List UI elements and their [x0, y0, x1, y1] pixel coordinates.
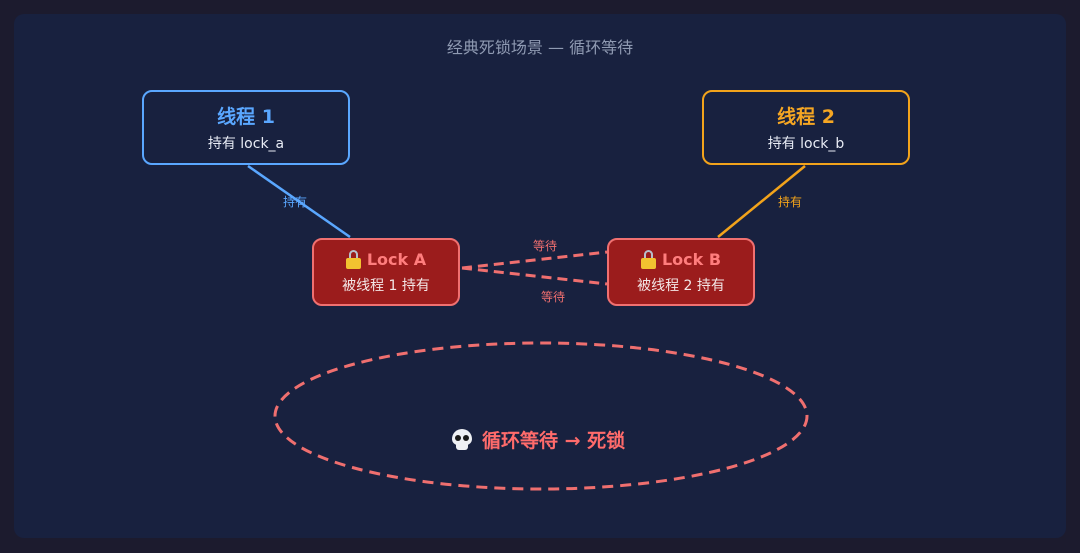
lock-b-title: Lock B — [640, 249, 722, 269]
thread1-node: 线程 1 持有 lock_a — [142, 90, 350, 165]
thread2-name: 线程 2 — [777, 106, 835, 128]
skull-icon — [452, 428, 472, 451]
hold-edge-thread2 — [717, 165, 806, 238]
wait-label-b-to-a: 等待 — [541, 290, 566, 304]
cycle-label: 循环等待 → 死锁 — [452, 426, 625, 453]
lock-a-node: Lock A 被线程 1 持有 — [312, 238, 460, 306]
lock-a-name: Lock A — [366, 249, 427, 269]
padlock-icon — [640, 249, 656, 269]
lock-b-name: Lock B — [661, 249, 722, 269]
thread1-name: 线程 1 — [217, 106, 275, 128]
wait-edge-a-to-b — [461, 250, 608, 270]
lock-a-desc: 被线程 1 持有 — [342, 277, 430, 294]
diagram-panel — [14, 14, 1066, 538]
wait-label-a-to-b: 等待 — [533, 239, 558, 253]
lock-b-node: Lock B 被线程 2 持有 — [607, 238, 755, 306]
thread2-node: 线程 2 持有 lock_b — [702, 90, 910, 165]
hold-edge-thread1 — [247, 164, 351, 239]
hold-label-thread2: 持有 — [778, 195, 803, 209]
thread1-desc: 持有 lock_a — [207, 136, 285, 152]
cycle-ellipse — [273, 341, 809, 491]
padlock-icon — [345, 249, 361, 269]
cycle-text: 循环等待 → 死锁 — [482, 430, 626, 452]
lock-a-title: Lock A — [345, 249, 427, 269]
wait-edge-b-to-a — [461, 266, 608, 286]
thread2-desc: 持有 lock_b — [767, 136, 845, 152]
lock-b-desc: 被线程 2 持有 — [637, 277, 725, 294]
diagram-title: 经典死锁场景 — 循环等待 — [446, 38, 634, 57]
hold-label-thread1: 持有 — [283, 195, 308, 209]
